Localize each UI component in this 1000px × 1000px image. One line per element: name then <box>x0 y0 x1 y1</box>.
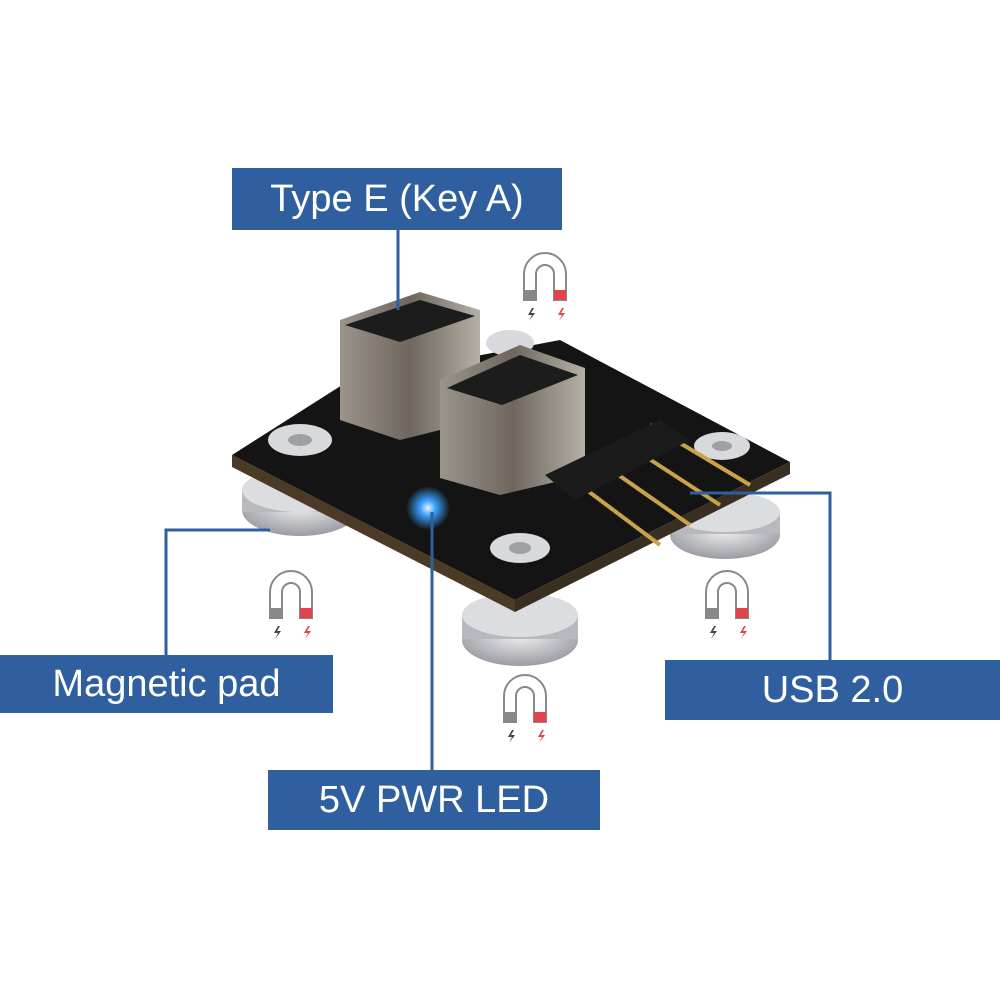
magnet-icon <box>523 252 567 321</box>
power-led <box>406 486 450 530</box>
leader-lines <box>164 230 832 770</box>
magnet-icon <box>705 570 749 640</box>
label-5v-pwr-led: 5V PWR LED <box>268 770 600 830</box>
magnet-icon <box>503 674 547 744</box>
lightning-icon <box>528 308 535 321</box>
magnet-icon <box>269 570 313 640</box>
label-usb-2: USB 2.0 <box>665 660 1000 720</box>
type-e-connectors <box>340 292 585 495</box>
label-type-e: Type E (Key A) <box>232 168 562 230</box>
label-magnetic-pad: Magnetic pad <box>0 655 333 713</box>
lightning-icon <box>558 308 565 321</box>
